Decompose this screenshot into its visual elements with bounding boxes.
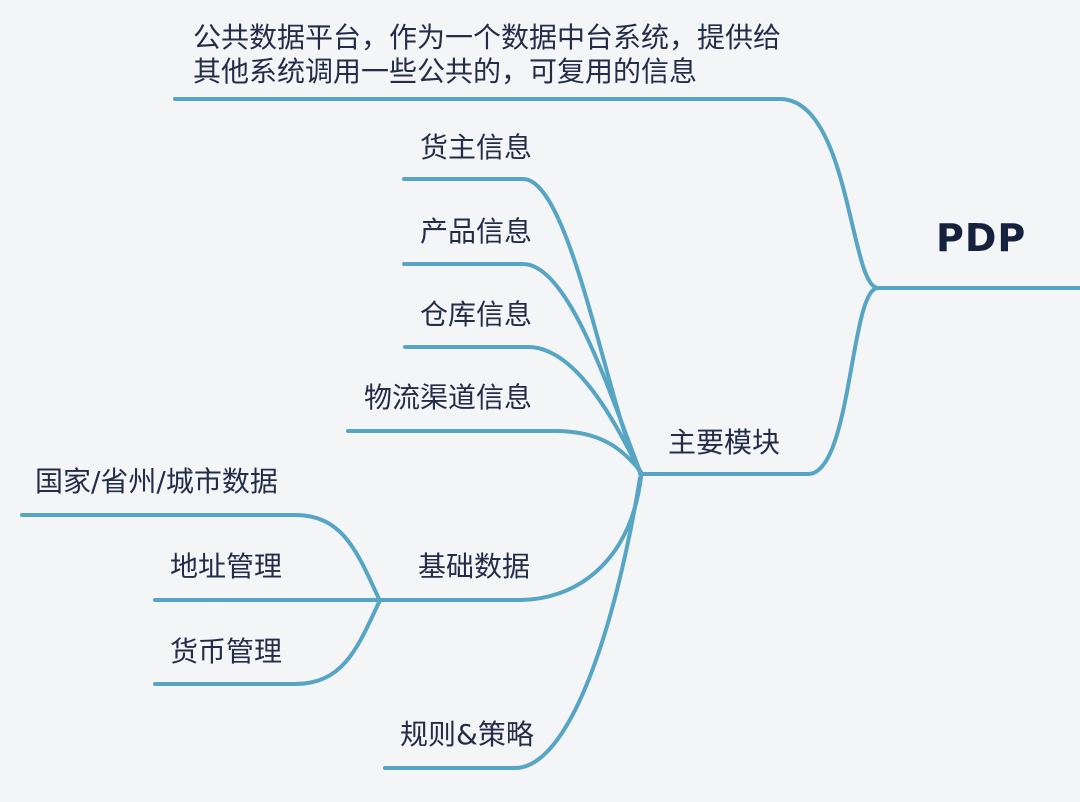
node-country-state-city-data[interactable]: 国家/省州/城市数据 [35, 465, 278, 498]
node-address-management[interactable]: 地址管理 [170, 550, 283, 583]
node-currency-management[interactable]: 货币管理 [170, 635, 283, 668]
edge-country-state-city [20, 513, 382, 603]
node-rules-strategy[interactable]: 规则&策略 [400, 718, 534, 751]
node-shipper-info[interactable]: 货主信息 [420, 131, 533, 164]
edge-currency-management [153, 598, 382, 686]
node-warehouse-info[interactable]: 仓库信息 [420, 298, 533, 331]
node-logistics-channel-info[interactable]: 物流渠道信息 [364, 381, 533, 414]
edge-logistics-channel-info [346, 429, 643, 474]
node-main-modules[interactable]: 主要模块 [668, 426, 781, 459]
node-product-info[interactable]: 产品信息 [420, 215, 533, 248]
edge-note [173, 97, 880, 290]
edge-product-info [402, 262, 643, 476]
edge-main-modules [638, 286, 880, 476]
edge-warehouse-info [403, 345, 643, 476]
node-basic-data[interactable]: 基础数据 [418, 550, 531, 583]
node-description-note[interactable]: 公共数据平台，作为一个数据中台系统，提供给 其他系统调用一些公共的，可复用的信息 [193, 21, 782, 88]
node-root-pdp[interactable]: PDP [936, 216, 1027, 260]
edge-rules-strategy [383, 476, 642, 770]
